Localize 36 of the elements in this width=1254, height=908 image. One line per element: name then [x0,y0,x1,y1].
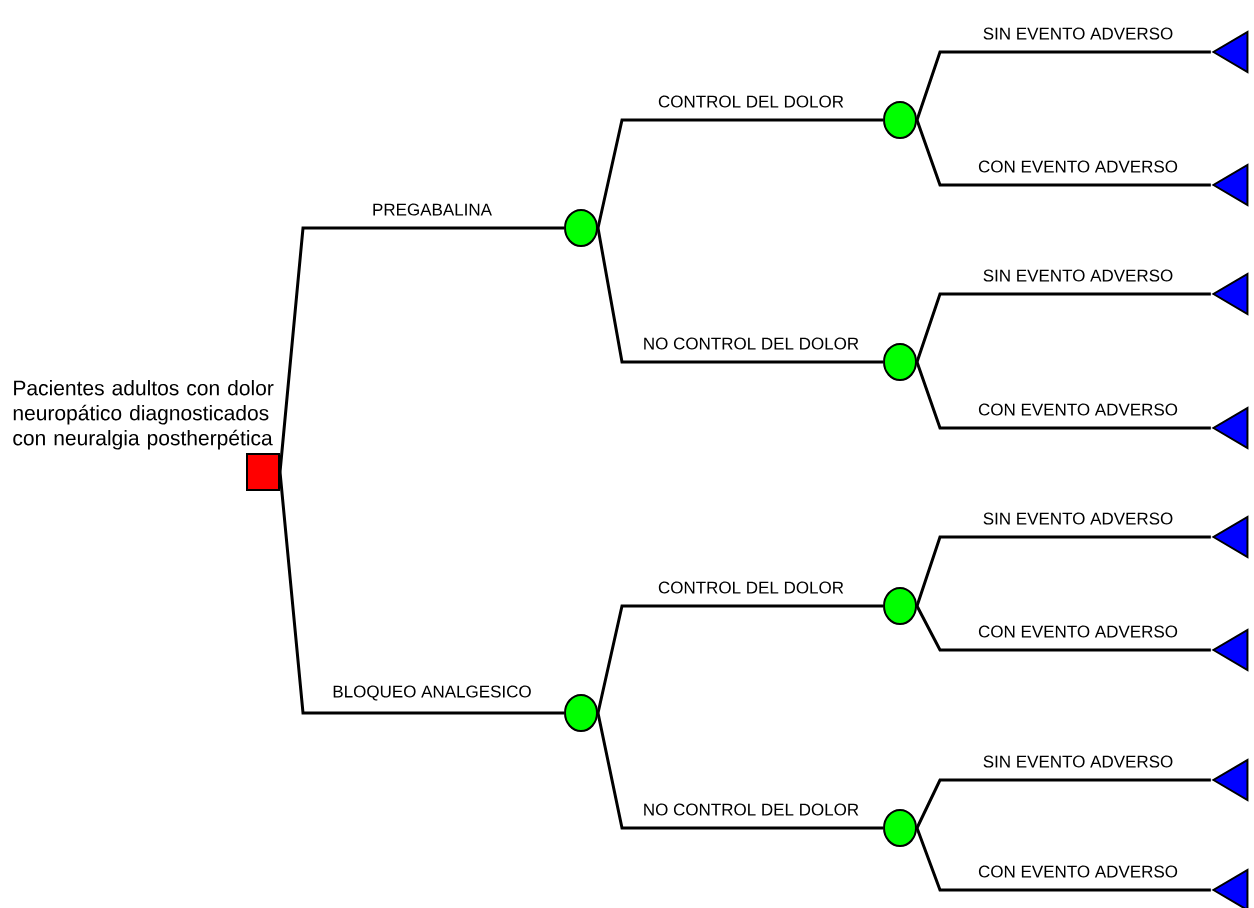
chance-circle [883,587,917,625]
branch-line [596,118,883,229]
branch-line [915,535,1211,607]
edge-label: SIN EVENTO ADVERSO [983,755,1173,768]
branch-line [915,50,1211,121]
edge-label: CON EVENTO ADVERSO [978,625,1178,638]
edge-label: SIN EVENTO ADVERSO [983,512,1173,525]
branch-line [915,119,1211,187]
branch-line [915,361,1211,430]
branch-line [278,226,564,473]
edge-label: CON EVENTO ADVERSO [978,865,1178,878]
edge-label: BLOQUEO ANALGESICO [333,685,531,701]
edge-label: CON EVENTO ADVERSO [978,160,1178,173]
branch-line [915,827,1211,892]
branch-line [278,471,564,715]
decision-square [246,453,280,491]
edge-label: SIN EVENTO ADVERSO [983,27,1173,40]
edge-label: CONTROL DEL DOLOR [658,581,844,594]
edge-label: SIN EVENTO ADVERSO [983,269,1173,282]
edge-label: CONTROL DEL DOLOR [658,95,844,108]
node-caption: Pacientes adultos con dolor neuropático diagnosticados con neuralgia postherpética [13,380,274,450]
edge-label: NO CONTROL DEL DOLOR [644,337,859,350]
chance-circle [564,209,598,247]
edge-label: PREGABALINA [373,203,492,216]
branch-line [596,604,883,714]
chance-circle [883,101,917,139]
edge-label: NO CONTROL DEL DOLOR [644,803,859,816]
branch-line [596,712,883,830]
chance-circle [883,343,917,381]
branch-line [915,778,1211,829]
branch-line [596,227,883,364]
branch-line [915,292,1211,363]
chance-circle [883,809,917,847]
branch-line [915,605,1211,652]
edge-label: CON EVENTO ADVERSO [978,403,1178,416]
chance-circle [564,694,598,732]
